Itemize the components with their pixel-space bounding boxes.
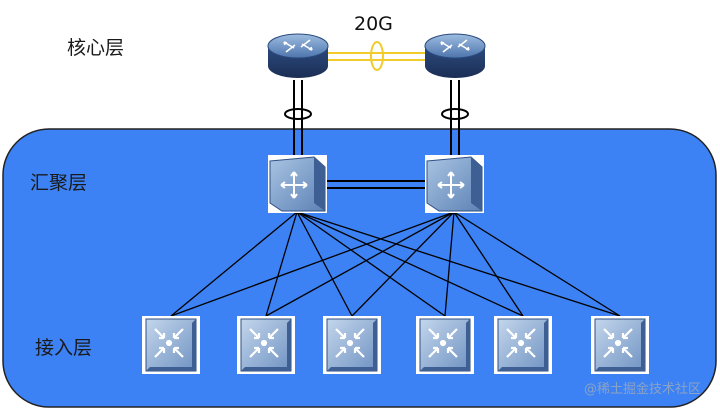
access-uplink-2-to-aggregation-1 (265, 211, 298, 317)
aggregation-interconnect-link (327, 180, 425, 189)
access-switch-1[interactable] (142, 316, 200, 374)
access-switch-3[interactable] (323, 316, 381, 374)
access-switch-group (142, 316, 649, 374)
link-aggregation-ring (284, 108, 312, 120)
link-aggregation-ring (441, 108, 469, 120)
access-uplink-4-to-aggregation-1 (296, 211, 446, 317)
access-switch-icon (145, 318, 197, 372)
access-uplink-3-to-aggregation-2 (351, 211, 455, 317)
access-uplink-6-to-aggregation-2 (453, 211, 621, 317)
access-uplink-5-to-aggregation-2 (453, 211, 524, 317)
access-uplink-6-to-aggregation-1 (296, 211, 621, 317)
link-aggregation-ring (370, 41, 384, 71)
core-router-1[interactable] (267, 33, 329, 78)
access-uplink-2-to-aggregation-2 (265, 211, 455, 317)
access-uplink-1-to-aggregation-1 (170, 211, 298, 317)
watermark: @稀土掘金技术社区 (584, 382, 702, 397)
access-uplink-4-to-aggregation-2 (444, 211, 455, 317)
core-link-bandwidth-label: 20G (354, 13, 393, 35)
access-switch-4[interactable] (416, 316, 474, 374)
access-switch-5[interactable] (494, 316, 552, 374)
access-switch-6[interactable] (591, 316, 649, 374)
access-layer-label: 接入层 (35, 337, 93, 359)
aggregation-access-links (170, 211, 621, 317)
access-switch-2[interactable] (237, 316, 295, 374)
core-router-2[interactable] (424, 33, 486, 78)
core-aggregation-links (284, 80, 469, 157)
aggregation-switch-1[interactable] (268, 155, 327, 213)
core-interconnect-link (328, 41, 427, 71)
core-layer-label: 核心层 (67, 37, 125, 59)
access-uplink-3-to-aggregation-1 (296, 211, 353, 317)
aggregation-layer-label: 汇聚层 (30, 172, 88, 194)
aggregation-switch-2[interactable] (425, 155, 484, 213)
access-uplink-1-to-aggregation-2 (170, 211, 455, 317)
access-uplink-5-to-aggregation-1 (296, 211, 524, 317)
